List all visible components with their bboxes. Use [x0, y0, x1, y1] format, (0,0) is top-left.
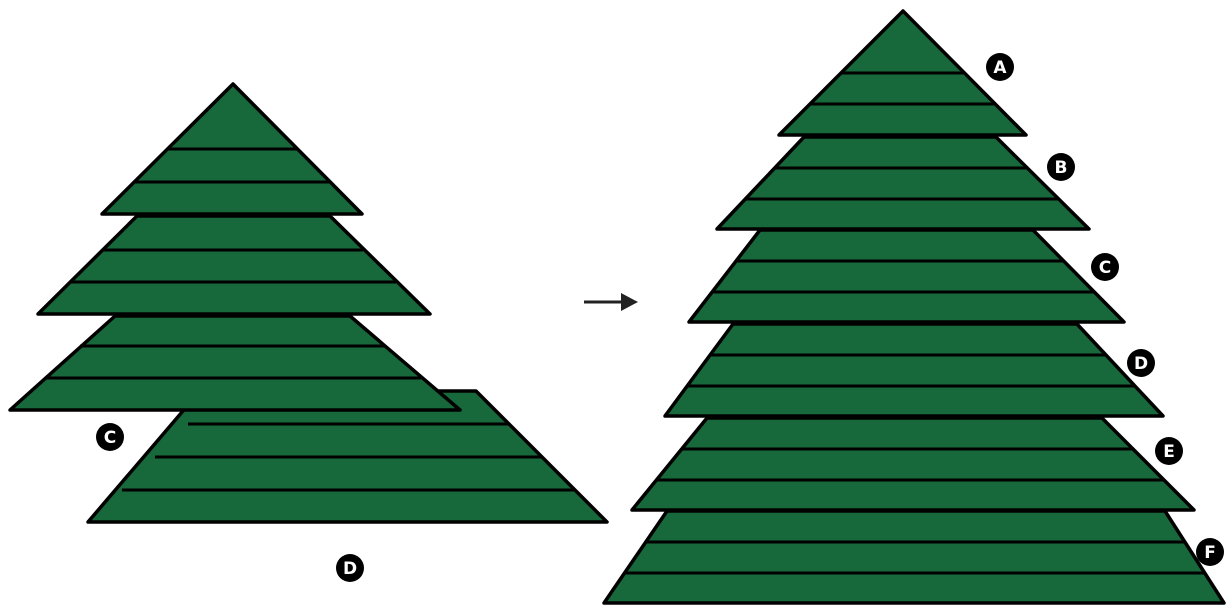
tier-shape: [8, 314, 462, 412]
svg-text:F: F: [1204, 543, 1216, 563]
tier-shape: [602, 509, 1226, 605]
left-tier-d: [86, 389, 609, 524]
svg-text:B: B: [1055, 158, 1068, 178]
svg-text:D: D: [343, 559, 357, 579]
right-figure: A B C D E F: [602, 9, 1226, 605]
right-label-b: B: [1047, 153, 1075, 181]
right-label-f: F: [1196, 538, 1224, 566]
tier-shape: [630, 416, 1196, 512]
right-label-e: E: [1155, 437, 1183, 465]
right-label-c: C: [1091, 253, 1119, 281]
left-label-c: C: [96, 423, 124, 451]
svg-text:D: D: [1134, 354, 1148, 374]
tier-shape: [715, 135, 1091, 231]
right-arrow-icon: [584, 293, 638, 311]
svg-text:E: E: [1163, 442, 1175, 462]
left-tree: [8, 82, 462, 412]
tier-shape: [663, 322, 1165, 418]
left-figure: C D: [8, 82, 609, 582]
right-label-d: D: [1127, 349, 1155, 377]
right-label-a: A: [986, 53, 1014, 81]
tier-shape: [687, 228, 1126, 324]
svg-text:C: C: [104, 428, 116, 448]
svg-text:A: A: [993, 58, 1007, 78]
svg-text:C: C: [1099, 258, 1111, 278]
left-label-d: D: [336, 554, 364, 582]
tier-shape: [36, 214, 432, 316]
